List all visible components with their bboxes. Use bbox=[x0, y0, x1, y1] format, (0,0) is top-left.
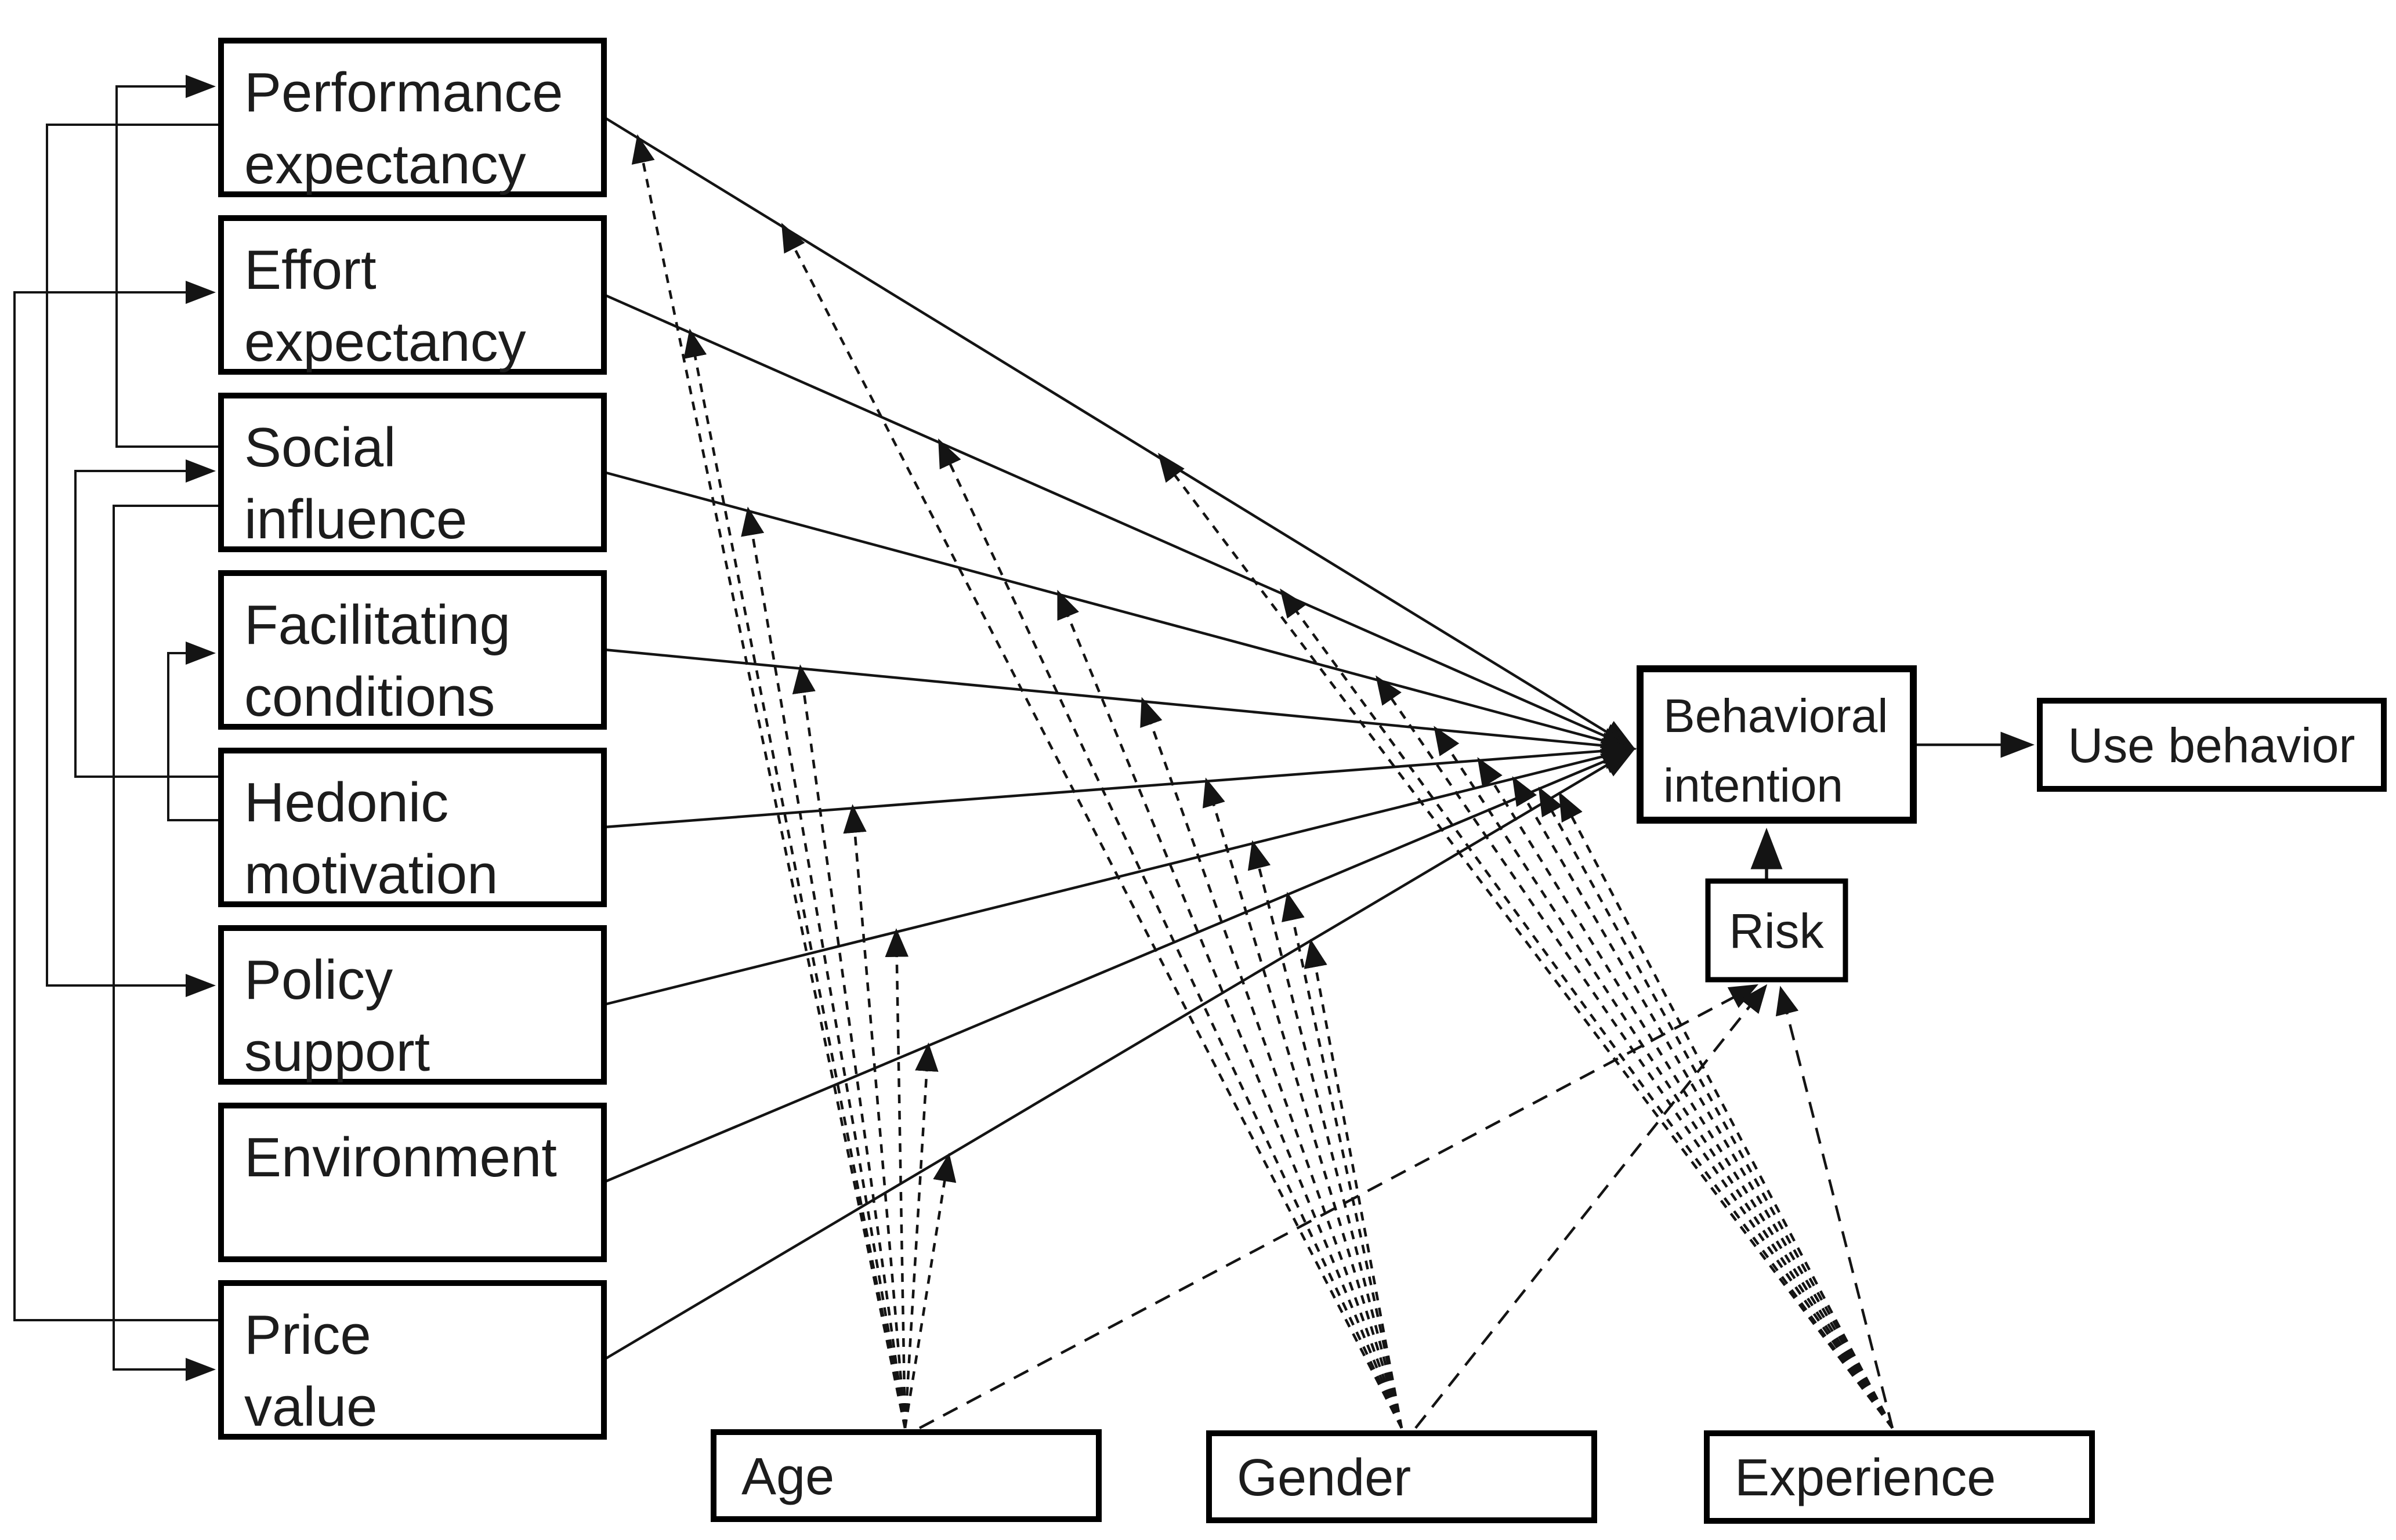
arrow-social-to-price bbox=[113, 505, 221, 1381]
arrow-hedonic-to-social bbox=[74, 459, 221, 778]
age-moderates-social-path bbox=[741, 506, 907, 1429]
behavioral-intention-label-line2: intention bbox=[1663, 759, 1843, 812]
use-behavior-label: Use behavior bbox=[2068, 718, 2355, 773]
policy-support-label-line1: Policy bbox=[244, 949, 393, 1011]
facilitating-conditions-label-line2: conditions bbox=[244, 666, 495, 728]
environment-label-line1: Environment bbox=[244, 1126, 557, 1188]
facilitating-conditions-label-line1: Facilitating bbox=[244, 594, 511, 656]
price-value-box: Price value bbox=[218, 1280, 607, 1440]
hedonic-motivation-label-line1: Hedonic bbox=[244, 771, 448, 834]
effort-expectancy-label-line2: expectancy bbox=[244, 311, 526, 373]
arrow-social-to-intention bbox=[603, 470, 1637, 753]
age-label: Age bbox=[741, 1448, 834, 1506]
arrow-price-to-effort bbox=[13, 281, 221, 1321]
behavioral-intention-label-line1: Behavioral bbox=[1663, 690, 1888, 742]
environment-box: Environment bbox=[218, 1103, 607, 1262]
gender-label: Gender bbox=[1237, 1449, 1411, 1507]
gender-moderates-policy-path bbox=[1247, 840, 1403, 1429]
experience-moderates-policy-path bbox=[1512, 776, 1894, 1429]
age-moderates-hedonic-path bbox=[843, 804, 907, 1429]
effort-expectancy-box: Effort expectancy bbox=[218, 215, 607, 375]
gender-moderates-performance-path bbox=[781, 222, 1403, 1429]
performance-expectancy-box: Performance expectancy bbox=[218, 38, 607, 197]
arrow-performance-to-policy bbox=[46, 124, 221, 997]
age-box: Age bbox=[711, 1429, 1102, 1522]
arrow-performance-to-intention bbox=[603, 116, 1636, 750]
age-moderates-effort-path bbox=[683, 328, 907, 1429]
age-to-risk-arrow bbox=[918, 984, 1758, 1429]
construct-boxes: Performance expectancy Effort expectancy… bbox=[218, 38, 607, 1440]
social-influence-label-line2: influence bbox=[244, 488, 467, 550]
arrow-hedonic-to-intention bbox=[603, 738, 1637, 829]
performance-expectancy-label-line2: expectancy bbox=[244, 133, 526, 195]
policy-support-label-line2: support bbox=[244, 1021, 430, 1083]
price-value-label-line2: value bbox=[244, 1376, 378, 1438]
gender-moderates-effort-path bbox=[938, 438, 1403, 1429]
arrow-effort-to-intention bbox=[603, 293, 1637, 750]
performance-expectancy-label-line1: Performance bbox=[244, 61, 563, 124]
experience-box: Experience bbox=[1704, 1430, 2095, 1524]
age-moderates-price-path bbox=[903, 1153, 957, 1429]
routed-effect-arrows bbox=[13, 75, 221, 1381]
arrow-facilitating-to-intention bbox=[603, 648, 1637, 759]
gender-moderation-arrows bbox=[781, 222, 1768, 1429]
arrow-social-to-performance bbox=[115, 75, 221, 448]
policy-support-box: Policy support bbox=[218, 925, 607, 1085]
use-behavior-box: Use behavior bbox=[2037, 698, 2387, 792]
arrow-price-to-intention bbox=[603, 748, 1636, 1361]
gender-moderates-facilitating-path bbox=[1140, 697, 1403, 1429]
hedonic-motivation-label-line2: motivation bbox=[244, 843, 498, 905]
arrow-hedonic-to-facilitating bbox=[167, 642, 221, 821]
experience-moderates-social-path bbox=[1376, 675, 1894, 1429]
age-moderates-environment-path bbox=[903, 1042, 939, 1429]
gender-box: Gender bbox=[1206, 1430, 1597, 1523]
behavioral-intention-box: Behavioral intention bbox=[1637, 665, 1917, 824]
experience-moderates-facilitating-path bbox=[1434, 726, 1894, 1429]
risk-label: Risk bbox=[1729, 904, 1824, 958]
effort-expectancy-label-line1: Effort bbox=[244, 239, 377, 301]
gender-to-risk-arrow bbox=[1414, 984, 1768, 1429]
experience-moderation-arrows bbox=[1157, 452, 1894, 1429]
social-influence-label-line1: Social bbox=[244, 416, 396, 479]
facilitating-conditions-box: Facilitating conditions bbox=[218, 570, 607, 730]
risk-box: Risk bbox=[1705, 878, 1848, 983]
hedonic-motivation-box: Hedonic motivation bbox=[218, 748, 607, 907]
experience-moderates-effort-path bbox=[1280, 588, 1894, 1429]
experience-moderates-hedonic-path bbox=[1477, 757, 1894, 1429]
price-value-label-line1: Price bbox=[244, 1304, 371, 1366]
experience-moderates-price-path bbox=[1558, 792, 1894, 1429]
experience-label: Experience bbox=[1735, 1449, 1996, 1507]
gender-moderates-environment-path bbox=[1282, 892, 1403, 1429]
age-moderates-performance-path bbox=[631, 134, 907, 1429]
experience-moderates-environment-path bbox=[1538, 787, 1894, 1429]
age-moderates-policy-path bbox=[885, 928, 909, 1429]
age-moderates-facilitating-path bbox=[792, 664, 907, 1429]
gender-moderates-social-path bbox=[1057, 589, 1403, 1429]
social-influence-box: Social influence bbox=[218, 393, 607, 552]
gender-moderates-price-path bbox=[1304, 939, 1403, 1429]
arrow-environment-to-intention bbox=[603, 748, 1637, 1184]
experience-to-risk-arrow bbox=[1775, 985, 1894, 1429]
